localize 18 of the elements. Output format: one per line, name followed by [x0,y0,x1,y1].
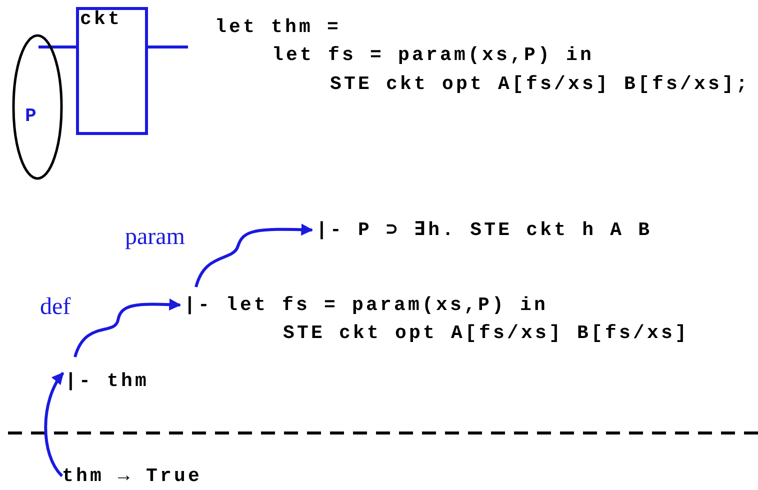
code-line: let thm = [215,17,342,37]
curved-arrow [74,298,182,358]
proof-step-text: |- P ⊃ ∃h. STE ckt h A B [316,220,652,240]
property-label: P [25,106,40,126]
edge-label: param [125,224,185,250]
curved-arrow [44,372,64,477]
code-line: let fs = param(xs,P) in [272,45,594,65]
ellipse-outline [12,34,63,180]
proof-step-text: |- let fs = param(xs,P) in [184,295,550,315]
proof-step-text: thm → True [62,466,202,486]
edge-label: def [40,294,71,320]
circuit-box [76,7,148,135]
circuit-label: ckt [80,9,122,29]
code-line: STE ckt opt A[fs/xs] B[fs/xs]; [330,74,750,94]
proof-step-text: |- thm [65,371,150,391]
proof-step-text: STE ckt opt A[fs/xs] B[fs/xs] [283,323,690,343]
curved-arrow [194,224,314,288]
wire [38,46,76,48]
